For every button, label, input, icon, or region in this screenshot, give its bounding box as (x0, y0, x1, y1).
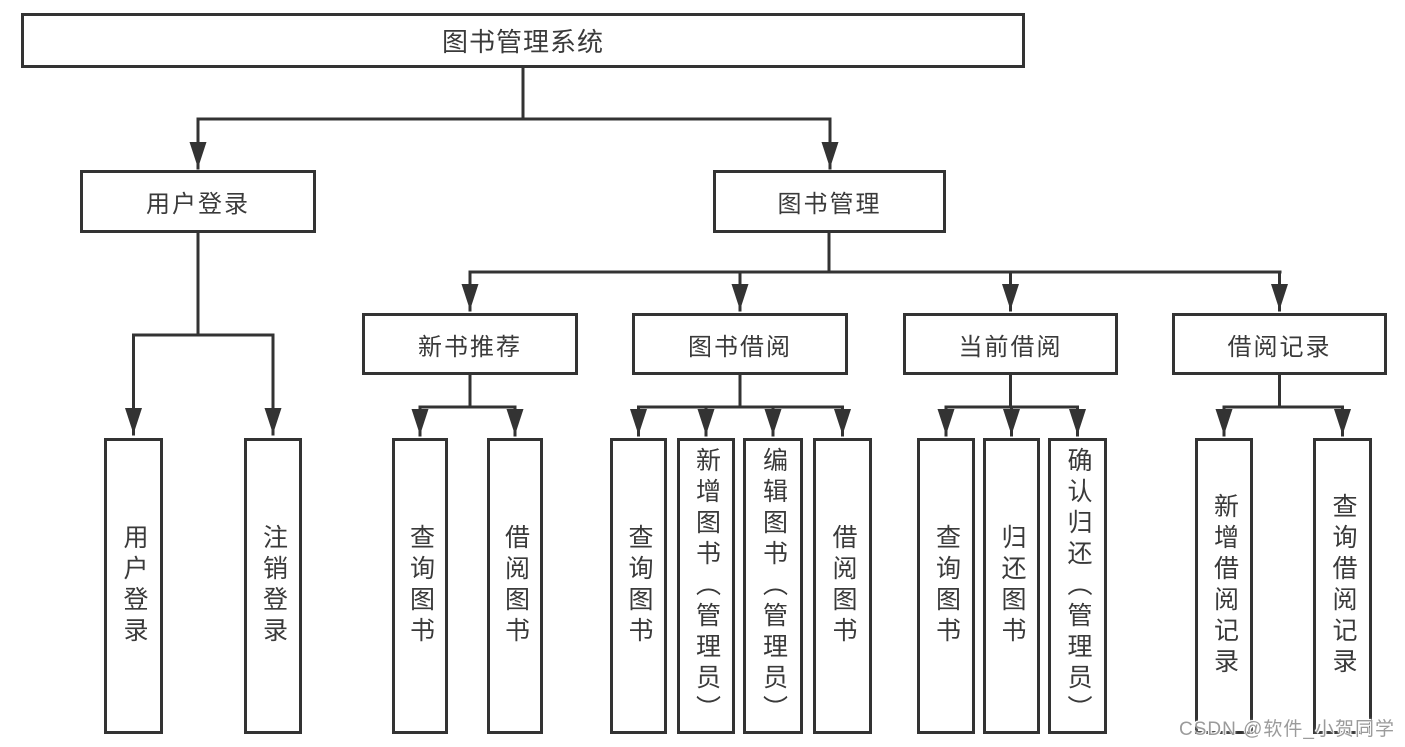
node-leaf-return-book: 归还图书 (983, 438, 1040, 734)
connector-current-borrow-split (944, 373, 1079, 409)
node-leaf-edit-book-admin: 编辑图书（管理员） (743, 438, 803, 734)
node-book-mgmt-label: 图书管理 (777, 191, 882, 218)
node-leaf-borrow-book-2: 借阅图书 (813, 438, 872, 734)
node-new-book-rec: 新书推荐 (362, 313, 578, 375)
node-leaf-add-book-admin: 新增图书（管理员） (677, 438, 735, 734)
connector-root-split (196, 66, 832, 121)
node-leaf-logout-label: 注销登录 (259, 524, 288, 648)
node-new-book-rec-label: 新书推荐 (418, 333, 522, 361)
node-leaf-borrow-book-1-label: 借阅图书 (501, 524, 530, 648)
connector-book-mgmt-split (468, 231, 1282, 274)
node-book-borrow-label: 图书借阅 (688, 333, 792, 361)
node-leaf-borrow-book-2-label: 借阅图书 (829, 524, 857, 648)
node-leaf-confirm-return-admin-label: 确认归还（管理员） (1064, 446, 1092, 726)
node-current-borrow-label: 当前借阅 (958, 333, 1063, 361)
node-book-mgmt: 图书管理 (713, 170, 946, 233)
node-leaf-borrow-book-1: 借阅图书 (487, 438, 543, 734)
node-leaf-query-borrow-record-label: 查询借阅记录 (1329, 493, 1357, 679)
node-leaf-query-borrow-record: 查询借阅记录 (1313, 438, 1372, 734)
node-user-login-label: 用户登录 (146, 191, 250, 218)
node-leaf-add-borrow-record: 新增借阅记录 (1195, 438, 1253, 734)
node-leaf-query-book-3: 查询图书 (917, 438, 975, 734)
node-leaf-logout: 注销登录 (244, 438, 302, 734)
node-leaf-query-book-1: 查询图书 (392, 438, 448, 734)
connector-new-book-rec-split (418, 373, 517, 409)
csdn-watermark: CSDN @软件_小贺同学 (1179, 719, 1395, 740)
node-current-borrow: 当前借阅 (903, 313, 1118, 375)
node-leaf-edit-book-admin-label: 编辑图书（管理员） (759, 446, 788, 726)
node-leaf-confirm-return-admin: 确认归还（管理员） (1048, 438, 1107, 734)
node-leaf-add-borrow-record-label: 新增借阅记录 (1210, 493, 1239, 679)
connector-user-login-split (132, 231, 275, 337)
node-root-label: 图书管理系统 (441, 27, 604, 57)
node-leaf-query-book-1-label: 查询图书 (406, 524, 435, 648)
node-borrow-records: 借阅记录 (1172, 313, 1387, 375)
node-leaf-user-login-label: 用户登录 (120, 524, 148, 648)
connector-book-borrow-split (637, 373, 844, 409)
node-user-login: 用户登录 (80, 170, 316, 233)
node-leaf-query-book-2: 查询图书 (610, 438, 667, 734)
node-leaf-add-book-admin-label: 新增图书（管理员） (692, 446, 721, 726)
connector-borrow-records-split (1222, 373, 1344, 409)
node-leaf-user-login: 用户登录 (104, 438, 163, 734)
node-root: 图书管理系统 (21, 13, 1025, 68)
node-borrow-records-label: 借阅记录 (1227, 333, 1332, 361)
node-leaf-return-book-label: 归还图书 (998, 524, 1026, 648)
node-leaf-query-book-2-label: 查询图书 (625, 524, 653, 648)
node-leaf-query-book-3-label: 查询图书 (932, 524, 961, 648)
node-book-borrow: 图书借阅 (632, 313, 848, 375)
